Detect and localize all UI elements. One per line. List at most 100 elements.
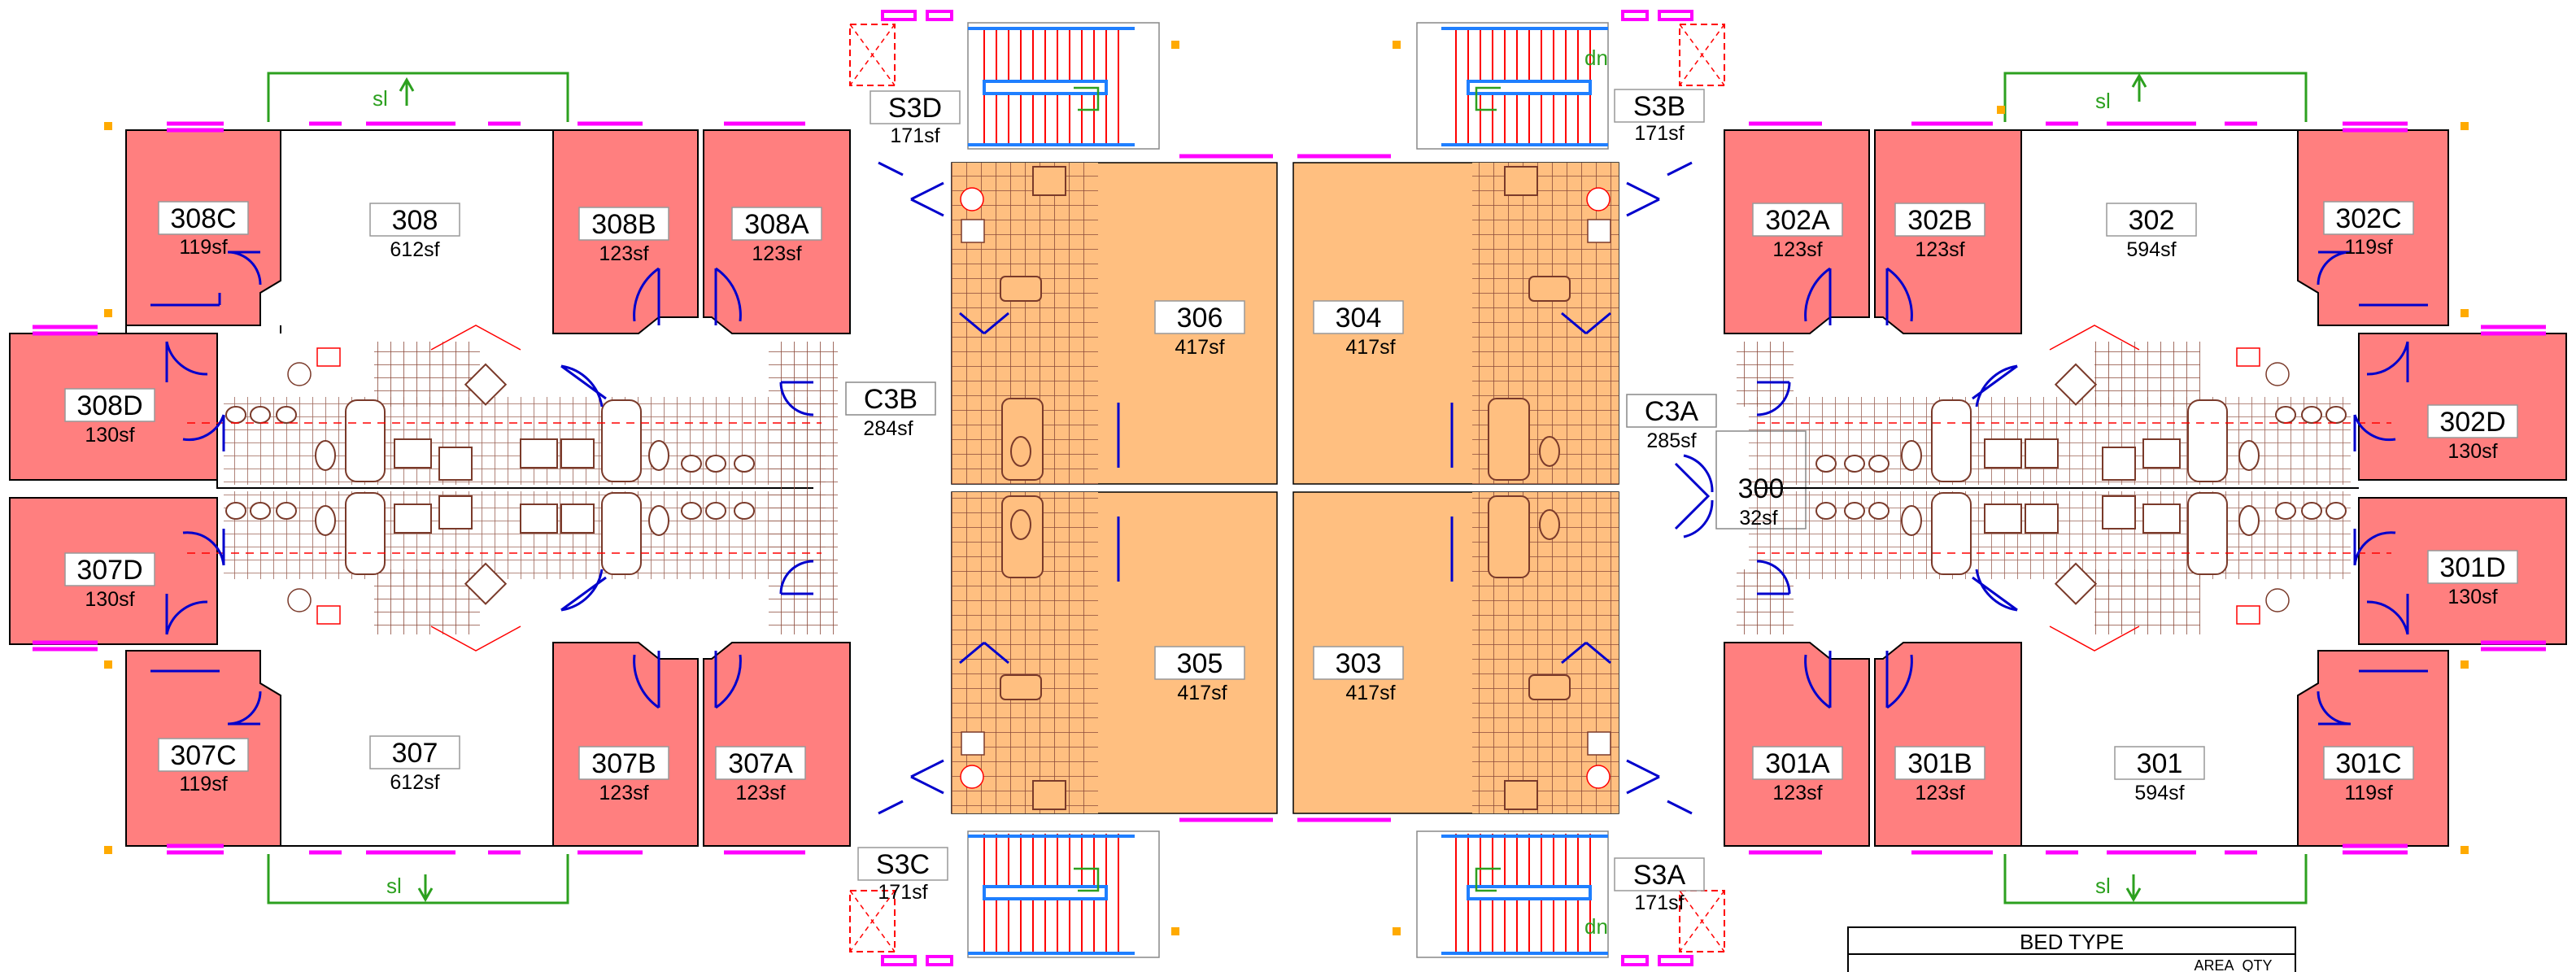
room-308C-area: 119sf — [179, 236, 227, 259]
room-308B-area: 123sf — [599, 242, 648, 265]
room-301D-name: 301D — [2439, 552, 2505, 583]
unit-308-outline — [125, 129, 813, 489]
fixture-tile-patch-right — [769, 342, 838, 634]
toilets-left — [315, 440, 669, 536]
stair-S3B-arrow — [1475, 86, 1501, 111]
marker — [1171, 927, 1179, 935]
room-308A-name: 308A — [744, 209, 809, 240]
marker — [1393, 927, 1401, 935]
room-302-name: 302 — [2129, 205, 2175, 236]
stair-S3C-hatch — [849, 890, 896, 952]
arrow-up-icon — [2131, 72, 2147, 102]
unit-302-outline — [1757, 129, 2359, 489]
room-301A-area: 123sf — [1772, 782, 1822, 804]
arrow-down-icon — [2125, 874, 2142, 903]
kitchen-counters-left — [394, 363, 595, 605]
legend-col-area: AREA — [2194, 957, 2234, 972]
room-301B-name: 301B — [1907, 748, 1972, 779]
room-S3B-name: S3B — [1633, 91, 1685, 122]
room-302B-name: 302B — [1907, 205, 1972, 236]
bathtub — [2187, 492, 2228, 575]
sl-label-top-right: sl — [2095, 89, 2111, 113]
corner-markers-left — [104, 122, 112, 854]
room-301C-area: 119sf — [2344, 782, 2392, 804]
corridor-C3B-box — [845, 381, 936, 416]
room-300-area: 32sf — [1739, 507, 1777, 530]
sinks-right — [1815, 406, 2347, 520]
room-S3C-area: 171sf — [878, 881, 927, 904]
stair-S3B-rail — [1441, 27, 1608, 146]
room-C3B-area: 284sf — [863, 417, 913, 440]
room-300-name: 300 — [1738, 473, 1785, 504]
room-S3A-area: 171sf — [1634, 891, 1684, 914]
room-302A-name: 302A — [1765, 205, 1830, 236]
bedroom-307A — [703, 642, 851, 847]
stair-S3C-rail — [968, 835, 1135, 955]
stair-S3A-arrow — [1475, 867, 1501, 892]
room-S3B-area: 171sf — [1634, 122, 1684, 145]
bathtub — [1931, 492, 1972, 575]
room-308A-area: 123sf — [752, 242, 801, 265]
label-boxes — [64, 89, 2518, 891]
stair-S3A-rail — [1441, 835, 1608, 955]
stair-S3D-windows — [881, 10, 953, 21]
stair-S3A-windows — [1621, 955, 1693, 966]
room-307C-name: 307C — [170, 740, 236, 771]
sliding-door-top-left — [267, 72, 569, 122]
sl-label-top-left: sl — [373, 86, 388, 111]
corridor-C3A-box — [1626, 394, 1717, 428]
bedroom-307B — [552, 642, 699, 847]
bathtub — [601, 492, 642, 575]
room-305-name: 305 — [1177, 648, 1223, 679]
room-302C-area: 119sf — [2344, 236, 2392, 259]
marker — [1393, 41, 1401, 49]
windows-left — [33, 121, 805, 855]
doors-left — [150, 251, 814, 726]
fixture-tile-patch-left-lower — [1737, 569, 1794, 634]
stair-S3D-hatch-x — [849, 24, 896, 86]
room-304-area: 417sf — [1345, 336, 1395, 359]
corner-markers-right — [1997, 106, 2469, 854]
room-303-name: 303 — [1336, 648, 1382, 679]
sliding-door-bottom-left — [267, 854, 569, 904]
fixture-tile-patch-upper — [374, 342, 480, 407]
room-301-area: 594sf — [2134, 782, 2184, 804]
stair-S3A-hatch-x — [1679, 890, 1725, 952]
stair-S3B-hatch-x — [1679, 24, 1725, 86]
room-302B-area: 123sf — [1915, 238, 1964, 261]
windows-center — [1179, 154, 1391, 822]
toilets-right — [1901, 440, 2260, 536]
room-S3C-name: S3C — [876, 849, 930, 880]
room-307A-area: 123sf — [735, 782, 785, 804]
room-307A-name: 307A — [728, 748, 793, 779]
room-306-name: 306 — [1177, 303, 1223, 333]
room-308B-name: 308B — [591, 209, 656, 240]
room-308-name: 308 — [392, 205, 438, 236]
room-S3D-area: 171sf — [890, 124, 939, 147]
room-306-area: 417sf — [1175, 336, 1224, 359]
room-307-area: 612sf — [390, 771, 439, 794]
stair-S3C-windows — [881, 955, 953, 966]
room-308D-name: 308D — [76, 390, 142, 421]
room-C3B-name: C3B — [864, 384, 918, 415]
legend-frame — [1847, 926, 2296, 972]
bathtub — [1931, 399, 1972, 482]
dn-label-bottom: dn — [1584, 914, 1608, 939]
bedroom-301A — [1724, 642, 1870, 847]
bathtub — [601, 399, 642, 482]
room-302D-name: 302D — [2439, 407, 2505, 438]
bedroom-301B — [1874, 642, 2022, 847]
room-301A-name: 301A — [1765, 748, 1830, 779]
room-302-area: 594sf — [2126, 238, 2176, 261]
doors-right — [1756, 251, 2428, 726]
bed-type-legend: BED TYPE AREA QTY — [1847, 926, 2296, 972]
sliding-door-top-right — [2003, 72, 2308, 122]
room-301-name: 301 — [2137, 748, 2183, 779]
room-307B-name: 307B — [591, 748, 656, 779]
red-accents-right — [1757, 325, 2391, 652]
room-307D-area: 130sf — [85, 588, 134, 611]
stair-S3D-hatch — [849, 24, 896, 86]
room-302D-area: 130sf — [2447, 440, 2497, 463]
room-S3D-name: S3D — [888, 93, 942, 124]
kitchen-counters-right — [1984, 363, 2181, 605]
